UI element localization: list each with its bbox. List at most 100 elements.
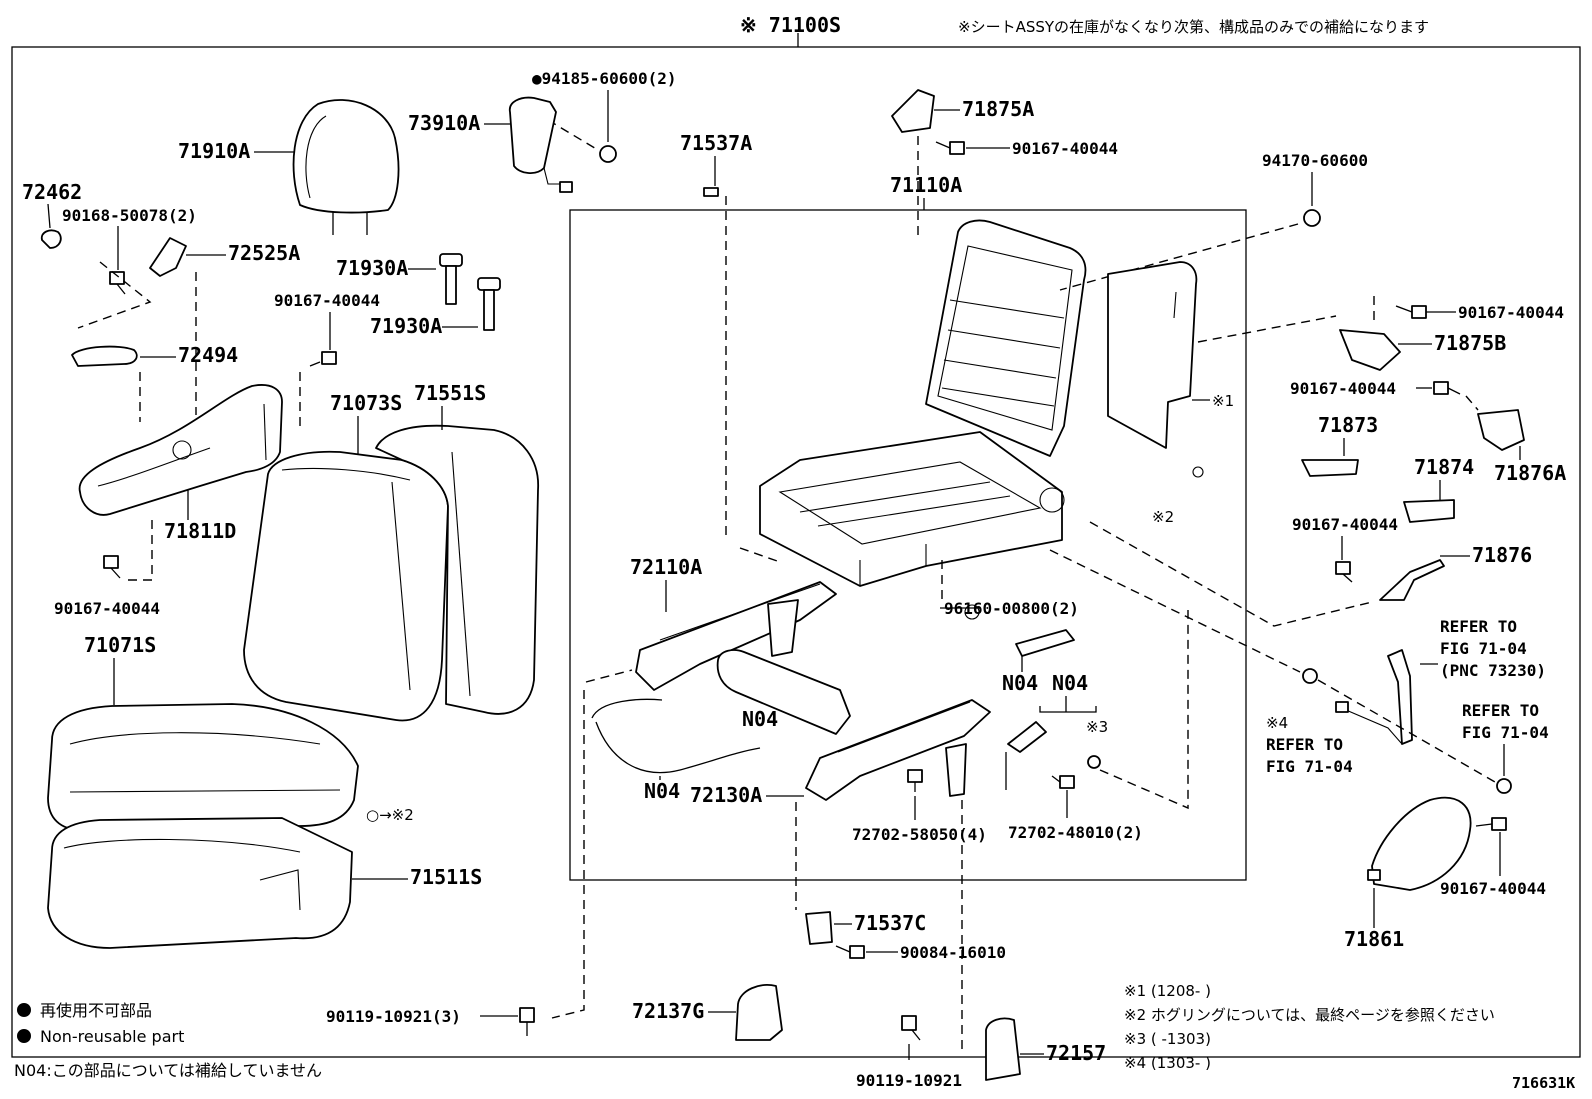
seat-cushion-cover-part[interactable]: [47, 817, 353, 949]
callout-71930A-1[interactable]: 71930A: [336, 256, 408, 280]
refer-3-line2[interactable]: FIG 71-04: [1462, 723, 1549, 742]
callout-71930A-2[interactable]: 71930A: [370, 314, 442, 338]
callout-72462[interactable]: 72462: [22, 180, 82, 204]
callout-96160[interactable]: 96160-00800(2): [944, 599, 1079, 618]
refer-1-line3[interactable]: (PNC 73230): [1440, 661, 1546, 680]
callout-94170[interactable]: 94170-60600: [1262, 151, 1368, 170]
callout-72130A[interactable]: 72130A: [690, 783, 762, 807]
back-board-part[interactable]: [1107, 261, 1198, 449]
callout-90084[interactable]: 90084-16010: [900, 943, 1006, 962]
callout-90119-a[interactable]: 90119-10921(3): [326, 1007, 461, 1026]
refer-1-line1[interactable]: REFER TO: [1440, 617, 1517, 636]
callout-71537C[interactable]: 71537C: [854, 911, 926, 935]
airbag-73910A-part[interactable]: [508, 96, 573, 193]
callout-X2-hogring[interactable]: ○→※2: [366, 806, 414, 824]
callout-90167-c[interactable]: 90167-40044: [1012, 139, 1118, 158]
bolt-72702-48010-part[interactable]: [1051, 775, 1075, 789]
callout-90167-f[interactable]: 90167-40044: [1292, 515, 1398, 534]
guide-71930A-2-part[interactable]: [477, 277, 501, 331]
callout-90167-a[interactable]: 90167-40044: [54, 599, 160, 618]
callout-71861[interactable]: 71861: [1344, 927, 1404, 951]
bolt-90119-a-part[interactable]: [519, 1007, 535, 1036]
cover-71876A-part[interactable]: [1477, 409, 1525, 451]
bracket-71873-part[interactable]: [1301, 459, 1359, 477]
bolt-90167-d-part[interactable]: [1395, 305, 1427, 319]
bracket-71876-part[interactable]: [1379, 559, 1445, 601]
callout-N04-d[interactable]: N04: [1052, 671, 1088, 695]
bracket-71875A-part[interactable]: [891, 89, 935, 133]
bolt-90167-a-part[interactable]: [103, 555, 121, 579]
callout-71811D[interactable]: 71811D: [164, 519, 236, 543]
cover-72157-part[interactable]: [985, 1017, 1021, 1081]
callout-71071S[interactable]: 71071S: [84, 633, 156, 657]
bar-N04-a-part[interactable]: [716, 649, 851, 735]
seatback-pad-part[interactable]: [243, 450, 449, 722]
callout-X2[interactable]: ※2: [1152, 508, 1174, 526]
bolt-90167-c-part[interactable]: [935, 141, 965, 155]
seat-frame-part[interactable]: [759, 219, 1087, 587]
callout-90167-b[interactable]: 90167-40044: [274, 291, 380, 310]
cover-71537C-part[interactable]: [805, 911, 833, 945]
recliner-lever-part[interactable]: [149, 237, 187, 277]
side-cover-part[interactable]: [78, 384, 283, 516]
callout-72702-48010[interactable]: 72702-48010(2): [1008, 823, 1143, 842]
refer-1-line2[interactable]: FIG 71-04: [1440, 639, 1527, 658]
bolt-90167-b-part[interactable]: [309, 351, 337, 367]
callout-71511S[interactable]: 71511S: [410, 865, 482, 889]
bolt-90167-g-part[interactable]: [1475, 817, 1507, 831]
bolt-90084-part[interactable]: [835, 945, 865, 959]
callout-73910A[interactable]: 73910A: [408, 111, 480, 135]
callout-N04-c[interactable]: N04: [1002, 671, 1038, 695]
callout-71073S[interactable]: 71073S: [330, 391, 402, 415]
callout-72137G[interactable]: 72137G: [632, 999, 704, 1023]
callout-71876A[interactable]: 71876A: [1494, 461, 1566, 485]
clip-96160-part[interactable]: [964, 604, 980, 620]
callout-71876[interactable]: 71876: [1472, 543, 1532, 567]
cap-72462-part[interactable]: [40, 229, 62, 249]
refer-2-line1[interactable]: REFER TO: [1266, 735, 1343, 754]
callout-90167-e[interactable]: 90167-40044: [1290, 379, 1396, 398]
wire-N04-b-part[interactable]: [591, 698, 761, 774]
callout-71874[interactable]: 71874: [1414, 455, 1474, 479]
callout-71537A[interactable]: 71537A: [680, 131, 752, 155]
callout-90119-b[interactable]: 90119-10921: [856, 1071, 962, 1090]
lever-72494-part[interactable]: [71, 345, 138, 367]
nut-94185-part[interactable]: [599, 145, 617, 163]
callout-90167-g[interactable]: 90167-40044: [1440, 879, 1546, 898]
headrest-part[interactable]: [292, 99, 400, 235]
callout-72110A[interactable]: 72110A: [630, 555, 702, 579]
callout-71110A[interactable]: 71110A: [890, 173, 962, 197]
callout-X1[interactable]: ※1: [1212, 392, 1234, 410]
link-N04-c-part[interactable]: [1015, 629, 1075, 657]
refer-3-line1[interactable]: REFER TO: [1462, 701, 1539, 720]
adjuster-72130A-part[interactable]: [805, 699, 991, 801]
nut-X4-part[interactable]: [1302, 668, 1318, 684]
callout-X3[interactable]: ※3: [1086, 718, 1108, 736]
callout-72157[interactable]: 72157: [1046, 1041, 1106, 1065]
nut-94170-part[interactable]: [1303, 209, 1321, 227]
bolt-90167-e-part[interactable]: [1433, 381, 1461, 395]
callout-N04-a[interactable]: N04: [742, 707, 778, 731]
seat-belt-buckle-part[interactable]: [1335, 649, 1413, 745]
clip-71537A-part[interactable]: [703, 187, 719, 197]
bracket-71875B-part[interactable]: [1339, 329, 1401, 371]
shield-71861-part[interactable]: [1367, 796, 1472, 891]
adjuster-72110A-part[interactable]: [635, 581, 837, 691]
callout-72702-58050[interactable]: 72702-58050(4): [852, 825, 987, 844]
callout-72494[interactable]: 72494: [178, 343, 238, 367]
callout-94185[interactable]: ●94185-60600(2): [532, 69, 677, 88]
callout-90168[interactable]: 90168-50078(2): [62, 206, 197, 225]
callout-X4[interactable]: ※4: [1266, 714, 1288, 732]
bolt-72702-58050-part[interactable]: [907, 769, 923, 792]
callout-72525A[interactable]: 72525A: [228, 241, 300, 265]
nut-X3-part[interactable]: [1087, 755, 1101, 769]
lever-N04-part[interactable]: [1005, 721, 1047, 790]
bolt-90119-b-part[interactable]: [901, 1015, 921, 1041]
callout-90167-d[interactable]: 90167-40044: [1458, 303, 1564, 322]
callout-71910A[interactable]: 71910A: [178, 139, 250, 163]
refer-2-line2[interactable]: FIG 71-04: [1266, 757, 1353, 776]
bracket-71874-part[interactable]: [1403, 499, 1455, 523]
callout-71551S[interactable]: 71551S: [414, 381, 486, 405]
callout-71875A[interactable]: 71875A: [962, 97, 1034, 121]
bolt-90167-f-part[interactable]: [1335, 561, 1353, 583]
